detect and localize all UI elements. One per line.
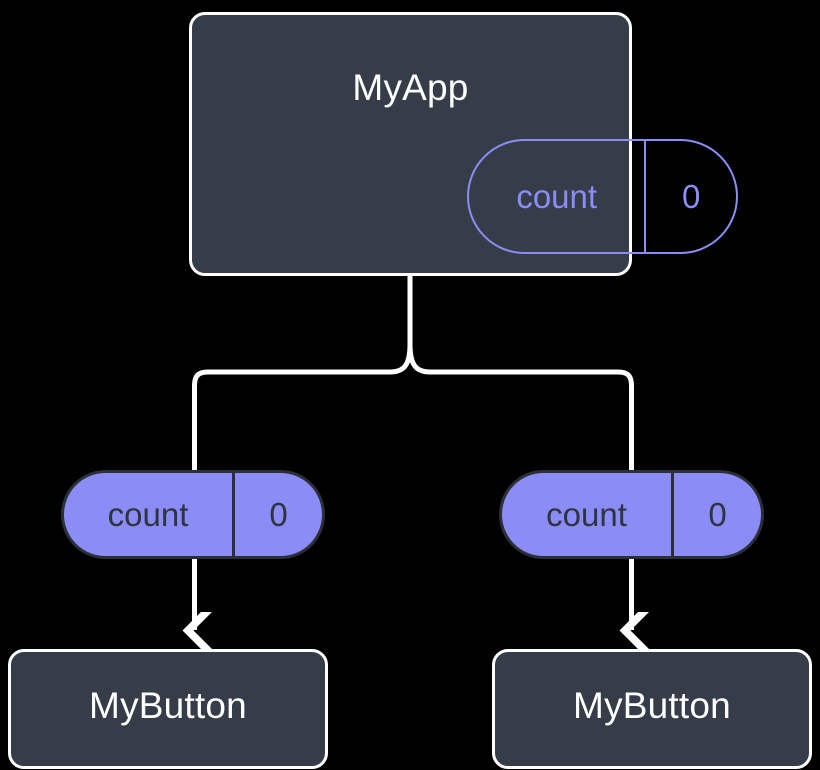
- state-pill-key: count: [516, 178, 598, 215]
- component-box-mybutton-right[interactable]: MyButton: [492, 649, 812, 769]
- prop-pill-left-count[interactable]: count 0: [61, 470, 325, 559]
- prop-pill-key: count: [107, 496, 189, 533]
- connector-branch-right: [407, 343, 634, 470]
- prop-pill-right-count[interactable]: count 0: [499, 470, 764, 559]
- state-pill-myapp-count[interactable]: count 0: [467, 139, 738, 254]
- connector-branch-left: [192, 343, 413, 470]
- component-label-mybutton-right: MyButton: [573, 685, 731, 726]
- state-pill-value: 0: [644, 141, 736, 252]
- component-label-mybutton-left: MyButton: [89, 685, 247, 726]
- prop-pill-key: count: [546, 496, 627, 533]
- component-box-mybutton-left[interactable]: MyButton: [8, 649, 328, 769]
- component-label-myapp: MyApp: [352, 67, 469, 108]
- prop-pill-value: 0: [232, 473, 322, 556]
- component-box-myapp[interactable]: MyApp count 0: [189, 12, 738, 276]
- prop-pill-value: 0: [671, 473, 761, 556]
